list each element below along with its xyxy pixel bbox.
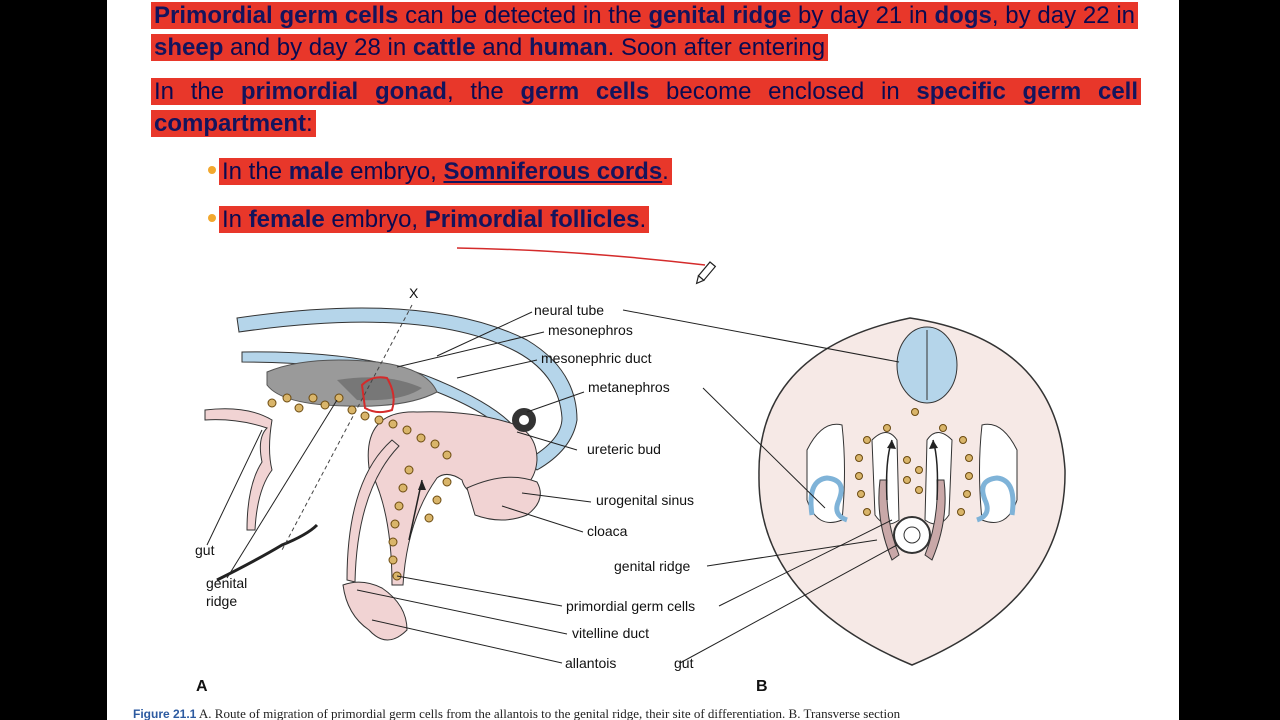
label-vitelline-duct: vitelline duct: [572, 625, 649, 641]
panel-a-diagram: [204, 304, 592, 664]
figure-caption: Figure 21.1 A. Route of migration of pri…: [133, 706, 901, 720]
bullet-dot-icon: [208, 166, 216, 174]
slide: Primordial germ cells can be detected in…: [107, 0, 1179, 720]
label-ridge: ridge: [206, 593, 237, 609]
panel-label-b: B: [756, 678, 768, 695]
bullet-germ-cells-detection: Primordial germ cells can be detected in…: [151, 0, 1141, 64]
label-mesonephric-duct: mesonephric duct: [541, 350, 652, 366]
bullet-male-embryo: In the male embryo, Somniferous cords.: [219, 156, 672, 188]
label-metanephros: metanephros: [588, 379, 670, 395]
label-urogenital-sinus: urogenital sinus: [596, 492, 694, 508]
label-cloaca: cloaca: [587, 523, 628, 539]
bullet-primordial-gonad: In the primordial gonad, the germ cells …: [151, 76, 1142, 140]
label-genital: genital: [206, 575, 247, 591]
label-allantois: allantois: [565, 655, 616, 671]
panel-b-diagram: [622, 309, 1066, 666]
pencil-cursor-icon: [695, 261, 717, 285]
panel-label-a: A: [196, 678, 208, 695]
label-neural-tube: neural tube: [534, 302, 604, 318]
label-x: X: [409, 285, 419, 301]
annotation-underline: [456, 247, 706, 266]
label-gut-a: gut: [195, 542, 215, 558]
label-ureteric-bud: ureteric bud: [587, 441, 661, 457]
label-primordial-germ-cells: primordial germ cells: [566, 598, 695, 614]
label-gut-b: gut: [674, 655, 694, 671]
bullet-dot-icon: [208, 214, 216, 222]
label-mesonephros: mesonephros: [548, 322, 633, 338]
label-genital-ridge-b: genital ridge: [614, 558, 690, 574]
bullet-female-embryo: In female embryo, Primordial follicles.: [219, 204, 650, 236]
embryo-figure: X neural tube mesonephros mesonephric du…: [195, 247, 1066, 695]
